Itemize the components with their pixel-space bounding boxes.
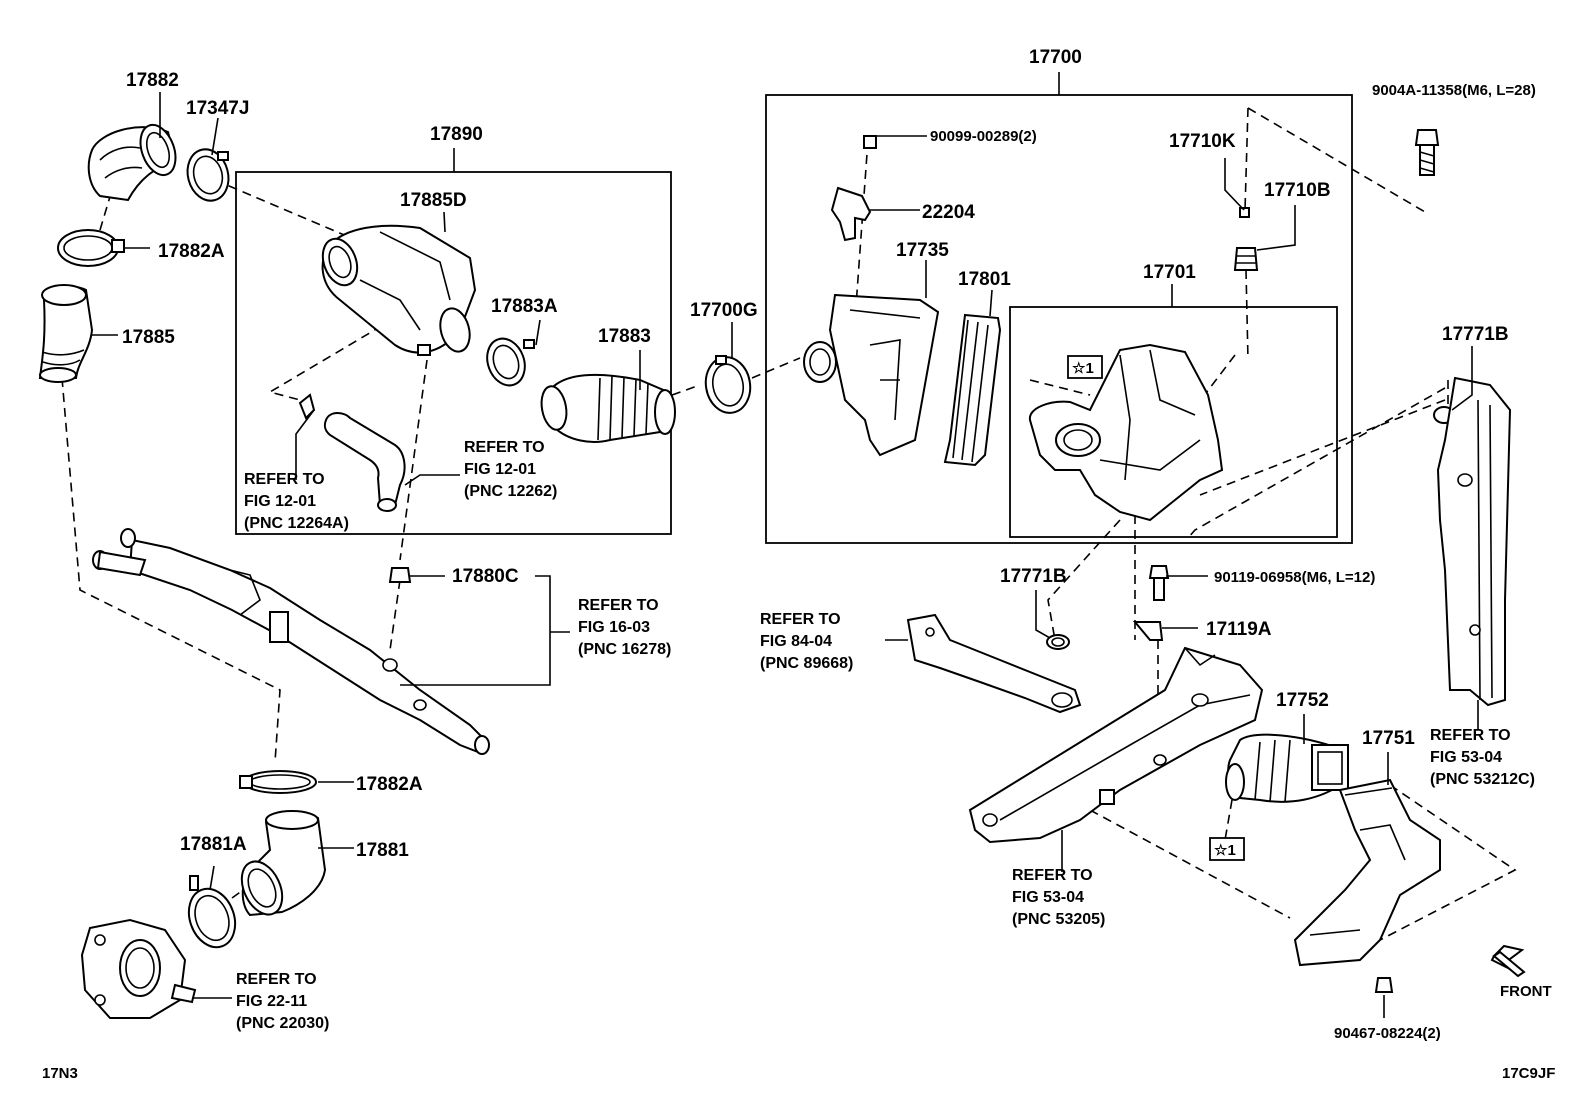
part-90119-bolt [1148, 565, 1170, 601]
part-17801-filter [943, 313, 1002, 467]
part-17882A-clamp-bottom [239, 770, 317, 794]
part-89668-bracket [906, 613, 1082, 714]
svg-text:REFER TO: REFER TO [1430, 727, 1511, 744]
refer-note-53205: REFER TO FIG 53-04 (PNC 53205) [1012, 867, 1105, 928]
part-17883A-clamp [486, 337, 535, 387]
label-17882A-bottom: 17882A [356, 774, 423, 795]
diagram-code-left: 17N3 [42, 1065, 78, 1082]
svg-text:FIG 53-04: FIG 53-04 [1012, 889, 1084, 906]
label-17881A: 17881A [180, 834, 247, 855]
label-9004A-11358: 9004A-11358(M6, L=28) [1372, 82, 1536, 99]
label-17885: 17885 [122, 327, 175, 348]
label-17883A: 17883A [491, 296, 558, 317]
part-17752-duct [1225, 733, 1349, 803]
label-17771B-mid: 17771B [1000, 566, 1067, 587]
label-17701: 17701 [1143, 262, 1196, 283]
svg-text:FIG 84-04: FIG 84-04 [760, 633, 832, 650]
diagram-code-right: 17C9JF [1502, 1065, 1555, 1082]
part-53205-support [968, 646, 1264, 844]
part-17882A-clamp-top [57, 229, 125, 267]
part-90467-clip [1374, 977, 1394, 993]
label-17771B-right: 17771B [1442, 324, 1509, 345]
svg-text:REFER TO: REFER TO [244, 471, 325, 488]
label-22204: 22204 [922, 202, 975, 223]
label-17882A-top: 17882A [158, 241, 225, 262]
svg-text:REFER TO: REFER TO [1012, 867, 1093, 884]
label-17801: 17801 [958, 269, 1011, 290]
svg-text:REFER TO: REFER TO [464, 439, 545, 456]
svg-text:FIG 12-01: FIG 12-01 [464, 461, 536, 478]
svg-text:(PNC 22030): (PNC 22030) [236, 1015, 329, 1032]
part-16278-pipe [92, 528, 490, 755]
part-17119A-bracket [1132, 621, 1164, 641]
svg-text:REFER TO: REFER TO [236, 971, 317, 988]
part-9004A-bolt [1414, 129, 1440, 176]
part-17885-hose [38, 284, 94, 383]
refer-note-16278: REFER TO FIG 16-03 (PNC 16278) [578, 597, 671, 658]
label-17751: 17751 [1362, 728, 1415, 749]
label-17710B: 17710B [1264, 180, 1331, 201]
svg-text:(PNC 12264A): (PNC 12264A) [244, 515, 349, 532]
part-17701-case [1028, 343, 1224, 522]
svg-text:REFER TO: REFER TO [578, 597, 659, 614]
part-53212C-panel [1433, 376, 1512, 707]
refer-note-12264A: REFER TO FIG 12-01 (PNC 12264A) [244, 471, 349, 532]
svg-text:(PNC 16278): (PNC 16278) [578, 641, 671, 658]
label-17700G: 17700G [690, 300, 758, 321]
svg-text:FIG 22-11: FIG 22-11 [236, 993, 307, 1010]
refer-note-53212C: REFER TO FIG 53-04 (PNC 53212C) [1430, 727, 1535, 788]
part-22030-throttle-body [80, 918, 197, 1019]
svg-text:☆1: ☆1 [1214, 842, 1236, 859]
label-17882: 17882 [126, 70, 179, 91]
label-17881: 17881 [356, 840, 409, 861]
svg-text:(PNC 53212C): (PNC 53212C) [1430, 771, 1535, 788]
label-17883: 17883 [598, 326, 651, 347]
leader-lines [92, 92, 1479, 1018]
label-17710K: 17710K [1169, 131, 1236, 152]
part-22204-sensor [830, 135, 877, 242]
part-17881A-clamp [187, 875, 237, 949]
part-17882-hose [87, 123, 177, 202]
svg-text:FIG 53-04: FIG 53-04 [1430, 749, 1502, 766]
front-arrow-icon [1490, 944, 1526, 978]
refer-note-12262: REFER TO FIG 12-01 (PNC 12262) [464, 439, 557, 500]
label-17347J: 17347J [186, 98, 249, 119]
label-90099-00289: 90099-00289(2) [930, 128, 1037, 145]
svg-text:☆1: ☆1 [1072, 360, 1094, 377]
refer-note-89668: REFER TO FIG 84-04 (PNC 89668) [760, 611, 853, 672]
part-17883-hose [540, 373, 676, 443]
label-17890: 17890 [430, 124, 483, 145]
svg-text:(PNC 89668): (PNC 89668) [760, 655, 853, 672]
label-90467-08224: 90467-08224(2) [1334, 1025, 1441, 1042]
svg-text:FIG 16-03: FIG 16-03 [578, 619, 650, 636]
label-17700: 17700 [1029, 47, 1082, 68]
svg-text:FIG 12-01: FIG 12-01 [244, 493, 316, 510]
part-17885D-inlet [321, 224, 477, 356]
label-17119A: 17119A [1206, 619, 1272, 640]
svg-text:(PNC 12262): (PNC 12262) [464, 483, 557, 500]
part-17771B-grommet-mid [1046, 634, 1070, 650]
refer-note-22030: REFER TO FIG 22-11 (PNC 22030) [236, 971, 329, 1032]
part-17347J-clamp [186, 148, 230, 202]
svg-text:(PNC 53205): (PNC 53205) [1012, 911, 1105, 928]
group-box-17701 [1009, 306, 1338, 538]
svg-text:REFER TO: REFER TO [760, 611, 841, 628]
part-pcv-hose [298, 393, 406, 512]
part-17710-grommet [1233, 207, 1259, 271]
label-90119-06958: 90119-06958(M6, L=12) [1214, 569, 1375, 586]
label-17880C: 17880C [452, 566, 519, 587]
part-17700G-clamp [704, 355, 752, 414]
label-17735: 17735 [896, 240, 949, 261]
star-marker-1: ☆1 [1067, 355, 1103, 379]
label-17752: 17752 [1276, 690, 1329, 711]
front-label: FRONT [1500, 983, 1552, 1000]
part-17751-duct [1293, 778, 1441, 967]
part-17735-cap [803, 293, 940, 457]
part-17880C-grommet [388, 567, 412, 583]
star-marker-2: ☆1 [1209, 837, 1245, 861]
part-17881-hose [240, 810, 327, 917]
label-17885D: 17885D [400, 190, 467, 211]
